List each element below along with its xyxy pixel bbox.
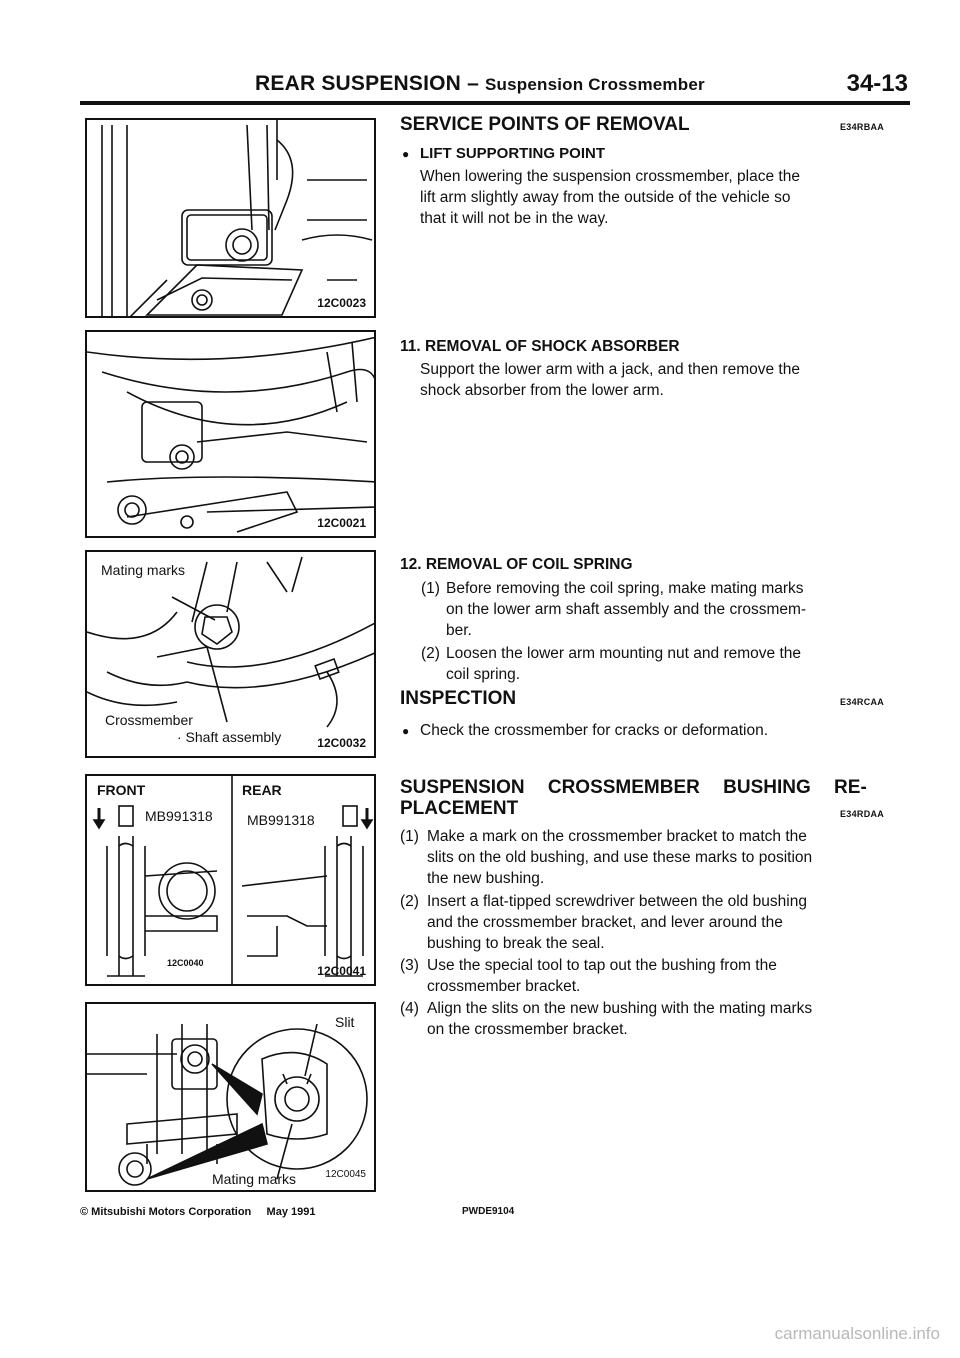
label-front: FRONT <box>97 782 146 798</box>
removal-line-2: lift arm slightly away from the outside … <box>420 189 791 206</box>
page-number: 34-13 <box>846 70 908 97</box>
figure-lift-point: 12C0023 <box>85 118 376 318</box>
figure-code: 12C0032 <box>317 736 366 750</box>
shock-line-1: Support the lower arm with a jack, and t… <box>420 361 800 378</box>
bushing-step-2-line-2: and the crossmember bracket, and lever a… <box>427 914 783 931</box>
label-mating-marks: Mating marks <box>101 562 186 578</box>
figure-code-front: 12C0040 <box>167 958 204 968</box>
label-rear: REAR <box>242 782 282 798</box>
label-tool-front: MB991318 <box>145 808 213 824</box>
figure-code: 12C0023 <box>317 296 366 310</box>
bushing-step-3-line-1: Use the special tool to tap out the bush… <box>427 957 777 974</box>
figure-code-rear: 12C0041 <box>317 964 366 978</box>
coil-step-1-line-3: ber. <box>446 622 472 639</box>
header-rule <box>80 101 910 105</box>
figure-mating-marks: Mating marks Crossmember · Shaft assembl… <box>85 550 376 758</box>
bushing-step-3-num: (3) <box>400 957 419 974</box>
bushing-slit-illustration <box>87 1023 368 1186</box>
bushing-step-2-line-1: Insert a flat-tipped screwdriver between… <box>427 893 807 910</box>
coil-step-1-line-1: Before removing the coil spring, make ma… <box>446 580 804 597</box>
section-title-coil: 12. REMOVAL OF COIL SPRING <box>400 556 633 573</box>
header-title: REAR SUSPENSION – Suspension Crossmember <box>255 72 705 95</box>
shock-absorber-illustration <box>87 336 374 533</box>
special-tool-illustration <box>92 776 374 984</box>
coil-step-1-num: (1) <box>421 580 440 597</box>
label-slit: Slit <box>335 1014 355 1030</box>
section-title-inspection: INSPECTION <box>400 688 517 709</box>
lift-point-illustration <box>101 120 373 316</box>
bushing-step-4-line-1: Align the slits on the new bushing with … <box>427 1000 813 1017</box>
label-shaft-assembly: · Shaft assembly <box>177 729 282 745</box>
label-tool-rear: MB991318 <box>247 812 315 828</box>
figure-bushing-slit: Slit Mating marks 12C0045 <box>85 1002 376 1192</box>
coil-step-1-line-2: on the lower arm shaft assembly and the … <box>446 601 807 618</box>
section-code-removal: E34RBAA <box>840 122 885 132</box>
bushing-step-4-num: (4) <box>400 1000 419 1017</box>
footer-copyright: © Mitsubishi Motors Corporation May 1991 <box>80 1206 316 1218</box>
bullet-icon: ● <box>402 724 410 738</box>
bushing-step-2-line-3: bushing to break the seal. <box>427 935 605 952</box>
bushing-step-4-line-2: on the crossmember bracket. <box>427 1021 628 1038</box>
footer-date: May 1991 <box>266 1206 316 1218</box>
page-header: REAR SUSPENSION – Suspension Crossmember… <box>80 70 910 100</box>
section-code-bushing: E34RDAA <box>840 809 885 819</box>
coil-step-2-line-1: Loosen the lower arm mounting nut and re… <box>446 645 801 662</box>
removal-line-3: that it will not be in the way. <box>420 210 609 227</box>
bushing-step-1-line-2: slits on the old bushing, and use these … <box>427 849 813 866</box>
bullet-title-lift: LIFT SUPPORTING POINT <box>420 145 606 162</box>
coil-step-2-line-2: coil spring. <box>446 666 521 683</box>
coil-step-2-num: (2) <box>421 645 440 662</box>
bullet-icon: ● <box>402 147 410 161</box>
mating-marks-illustration <box>87 556 374 728</box>
removal-line-1: When lowering the suspension crossmember… <box>420 168 800 185</box>
bushing-step-1-num: (1) <box>400 828 419 845</box>
section-title-shock: 11. REMOVAL OF SHOCK ABSORBER <box>400 338 680 355</box>
section-title-bushing-1: SUSPENSION CROSSMEMBER BUSHING RE- <box>400 777 867 798</box>
figure-code: 12C0045 <box>325 1169 366 1180</box>
bushing-step-1-line-1: Make a mark on the crossmember bracket t… <box>427 828 807 845</box>
bushing-step-3-line-2: crossmember bracket. <box>427 978 581 995</box>
inspection-text: Check the crossmember for cracks or defo… <box>420 722 769 739</box>
bushing-step-1-line-3: the new bushing. <box>427 870 545 887</box>
figure-special-tool: FRONT REAR MB991318 MB991318 12C0040 12C… <box>85 774 376 986</box>
label-mating-marks-2: Mating marks <box>212 1171 297 1187</box>
section-title-removal: SERVICE POINTS OF REMOVAL <box>400 114 690 135</box>
section-code-inspection: E34RCAA <box>840 697 885 707</box>
section-title-bushing-2: PLACEMENT <box>400 798 519 819</box>
bushing-step-2-num: (2) <box>400 893 419 910</box>
footer-doc-code: PWDE9104 <box>462 1206 515 1217</box>
shock-line-2: shock absorber from the lower arm. <box>420 382 664 399</box>
figure-shock-absorber: 12C0021 <box>85 330 376 538</box>
label-crossmember: Crossmember <box>105 712 193 728</box>
watermark: carmanualsonline.info <box>774 1324 940 1343</box>
text-column: SERVICE POINTS OF REMOVAL E34RBAA ● LIFT… <box>400 0 910 1358</box>
figure-code: 12C0021 <box>317 516 366 530</box>
